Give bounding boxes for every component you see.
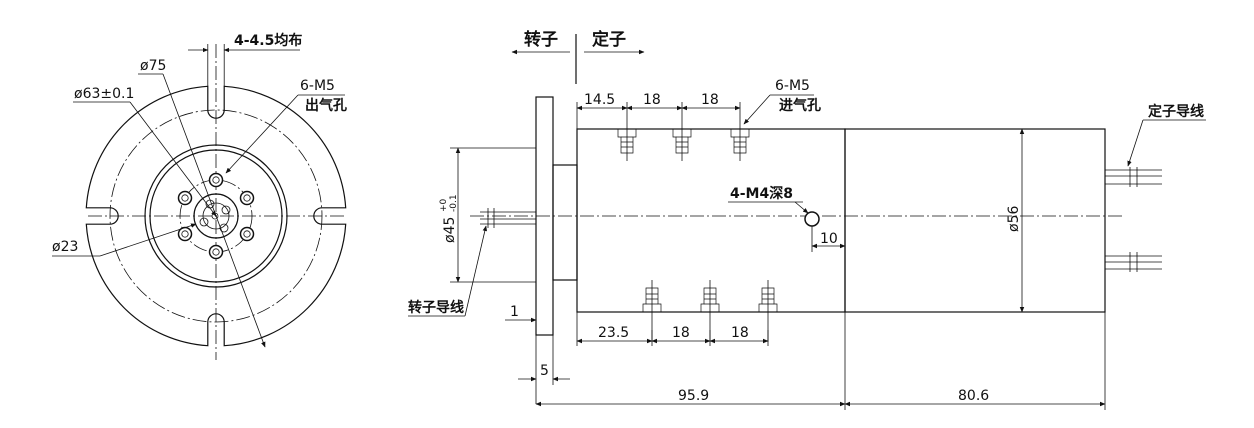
d56-label: ø56	[1006, 206, 1022, 232]
stator-wires	[1105, 167, 1162, 272]
inlet-label: 进气孔	[779, 97, 821, 114]
rotor-wire-label: 转子导线	[408, 299, 464, 316]
flange-gap-label: 1	[510, 304, 519, 320]
outlet-label: 出气孔	[305, 97, 347, 114]
bottom-dim-2: 18	[672, 325, 690, 341]
hole-offset-label: 10	[820, 231, 838, 247]
stator-length-label: 80.6	[958, 388, 989, 404]
rotor-label: 转子	[524, 29, 558, 50]
bottom-dim-3: 18	[731, 325, 749, 341]
bottom-dim-1: 23.5	[598, 325, 629, 341]
top-dim-3: 18	[701, 92, 719, 108]
front-view: 4-4.5均布 ø75 ø63±0.1 6-M5 出气孔 ø23	[52, 32, 347, 360]
slot-dimension-label: 4-4.5均布	[234, 32, 302, 49]
rotor-wires	[480, 208, 536, 228]
top-dim-1: 14.5	[584, 92, 615, 108]
stator-body	[844, 128, 1106, 313]
top-dim-2: 18	[643, 92, 661, 108]
mounting-hole	[804, 211, 820, 227]
rotor-length-label: 95.9	[678, 388, 709, 404]
inlet-count-label: 6-M5	[775, 78, 810, 94]
flange-thickness-label: 5	[540, 363, 549, 379]
outlet-count-label: 6-M5	[300, 78, 335, 94]
inlet-ports-top	[617, 119, 750, 161]
hole-label: 4-M4深8	[730, 185, 793, 202]
d45-label: ø45	[442, 217, 458, 243]
d75-label: ø75	[140, 58, 166, 74]
d63-label: ø63±0.1	[74, 86, 134, 102]
stator-wire-label: 定子导线	[1148, 103, 1204, 120]
flange-outline	[85, 85, 347, 347]
stator-label: 定子	[592, 29, 626, 50]
outlet-ports	[177, 172, 255, 260]
rotor-shaft	[552, 164, 578, 281]
side-view: 转子 定子	[408, 29, 1206, 410]
d23-label: ø23	[52, 239, 78, 255]
d45-tol-upper: +0	[439, 198, 449, 212]
d45-tol-lower: -0.1	[449, 194, 459, 212]
